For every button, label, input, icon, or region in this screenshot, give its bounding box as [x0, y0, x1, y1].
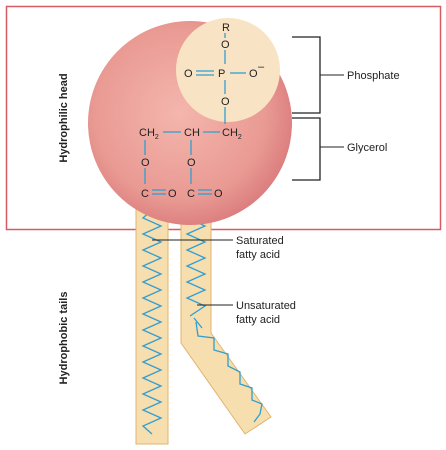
phosphate-bracket [292, 36, 321, 114]
double-bond-mark [193, 317, 203, 329]
r-group: R [222, 22, 230, 34]
carbonyl-carbon-left: C [141, 188, 149, 200]
phosphorus: P [218, 68, 225, 80]
phosphate-group-circle [176, 18, 280, 122]
glycerol-label: Glycerol [347, 142, 387, 154]
hydrophobic-tails-label: Hydrophobic tails [58, 292, 70, 385]
glycerol-ch: CH [184, 127, 200, 139]
oxygen-bridge: O [221, 96, 230, 108]
hydrophilic-head-label: Hydrophilic head [58, 73, 70, 162]
phosphate-label: Phosphate [347, 70, 400, 82]
carbonyl-carbon-right: C [187, 188, 195, 200]
glycerol-ch2-left: CH2 [139, 127, 159, 141]
saturated-label-line1: Saturated [236, 235, 284, 247]
oxygen-minus: O [249, 68, 258, 80]
carbonyl-oxygen-right: O [214, 188, 223, 200]
saturated-label-line2: fatty acid [236, 249, 280, 261]
unsaturated-label-line2: fatty acid [236, 314, 280, 326]
carbonyl-oxygen-left: O [168, 188, 177, 200]
oxygen-double: O [184, 68, 193, 80]
ester-oxygen-left: O [141, 157, 150, 169]
minus-charge: – [258, 61, 265, 73]
oxygen-top: O [221, 39, 230, 51]
unsaturated-chain-upper [185, 209, 207, 317]
saturated-chain [141, 209, 163, 435]
unsaturated-label-line1: Unsaturated [236, 300, 296, 312]
glycerol-ch2-right: CH2 [222, 127, 242, 141]
glycerol-bracket [292, 117, 321, 181]
unsaturated-chain-lower [195, 321, 263, 423]
ester-oxygen-right: O [187, 157, 196, 169]
hydrophilic-head-box [5, 5, 442, 231]
